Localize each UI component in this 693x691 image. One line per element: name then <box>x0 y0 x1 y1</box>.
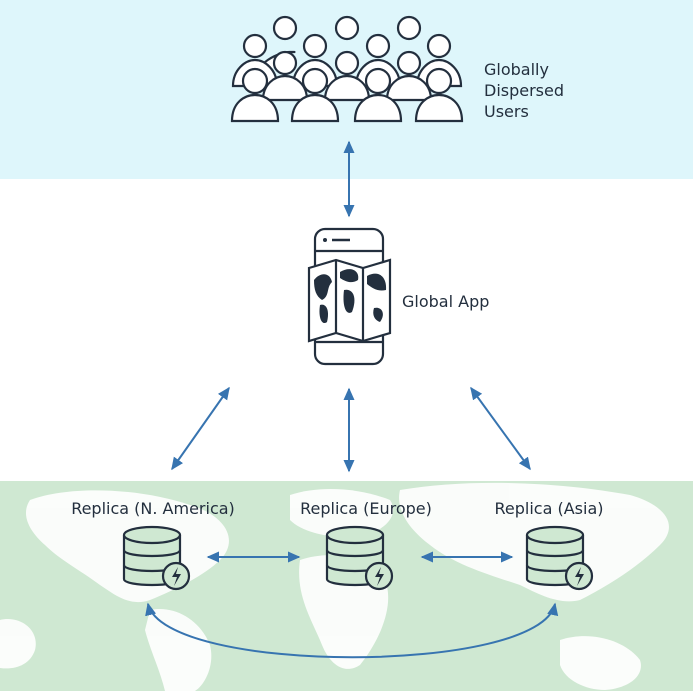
database-icon-asia <box>525 525 594 591</box>
lightning-icon <box>364 561 394 591</box>
arrow-app-namerica <box>171 386 230 471</box>
people-group-icon <box>230 15 464 123</box>
database-icon-namerica <box>122 525 191 591</box>
replica-label-europe: Replica (Europe) <box>300 499 432 518</box>
replica-label-asia: Replica (Asia) <box>495 499 604 518</box>
app-label: Global App <box>402 292 489 311</box>
users-label-line-3: Users <box>484 102 529 121</box>
database-icon-europe <box>325 525 394 591</box>
lightning-icon <box>564 561 594 591</box>
arrow-namerica-asia <box>145 602 559 659</box>
lightning-icon <box>161 561 191 591</box>
users-label: Globally Dispersed Users <box>484 60 569 121</box>
users-label-line-2: Dispersed <box>484 81 564 100</box>
replica-label-namerica: Replica (N. America) <box>71 499 235 518</box>
users-label-line-1: Globally <box>484 60 549 79</box>
mobile-map-icon <box>307 227 392 366</box>
arrow-app-asia <box>470 386 531 471</box>
